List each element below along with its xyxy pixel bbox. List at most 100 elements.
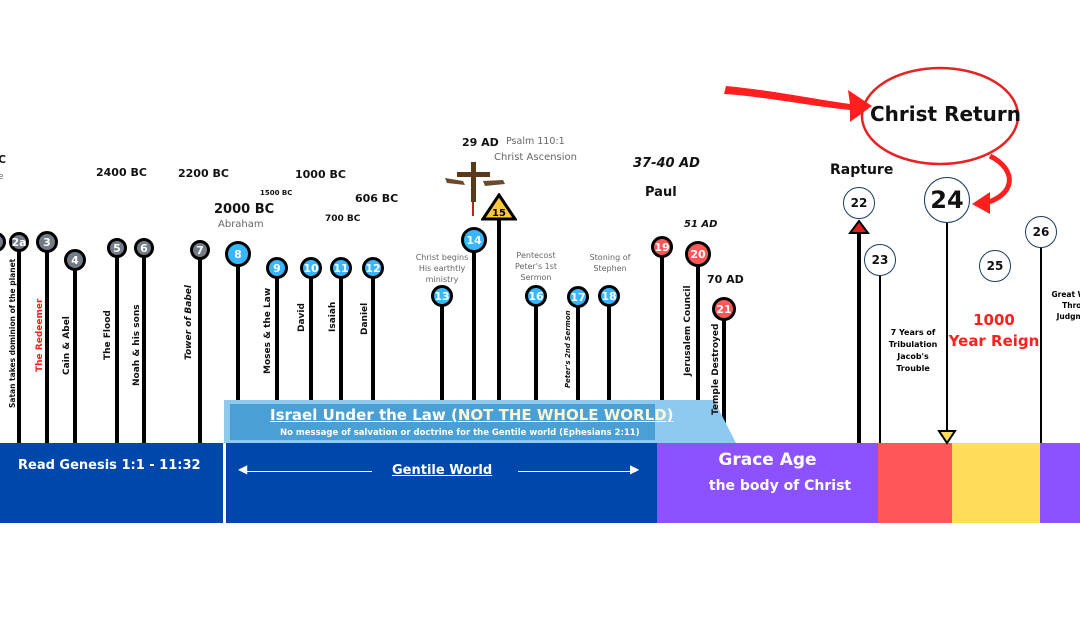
pin-marker: 11 — [330, 257, 352, 279]
arrow-right-head-icon: ▶ — [630, 462, 640, 476]
date-51ad: 51 AD — [684, 219, 718, 230]
date-cut: C — [0, 153, 7, 166]
pin-line — [534, 296, 538, 400]
annotation-arrows — [724, 66, 1020, 214]
pin-marker: 13 — [431, 285, 453, 307]
arrow-right-icon — [518, 471, 636, 472]
pin-line — [371, 268, 375, 400]
note-line: His earthtly — [418, 264, 466, 273]
band-eternity — [1040, 443, 1080, 523]
pin-marker: 25 — [979, 250, 1011, 282]
pin-line — [440, 296, 444, 400]
label-paul: Paul — [645, 185, 677, 200]
pin-marker: 14 — [461, 227, 487, 253]
pin-marker — [0, 232, 6, 252]
israel-subtitle: No message of salvation or doctrine for … — [280, 428, 640, 438]
date-2200bc: 2200 BC — [178, 167, 229, 180]
caption-vertical: Temple Destroyed — [711, 323, 721, 415]
text-line: Jacob's — [897, 352, 929, 361]
pin-marker: 2a — [9, 232, 29, 252]
pin-line — [198, 250, 202, 443]
pin-line — [607, 296, 611, 400]
arrow-left-head-icon: ◀ — [238, 462, 248, 476]
pin-line — [576, 297, 580, 400]
pin-line — [696, 254, 700, 443]
genesis-label: Read Genesis 1:1 - 11:32 — [18, 458, 201, 473]
pin-marker: 10 — [300, 257, 322, 279]
date-70ad: 70 AD — [707, 273, 744, 286]
date-29ad: 29 AD — [462, 136, 499, 149]
pin-line — [660, 247, 664, 443]
reign-line: 1000 — [973, 311, 1015, 329]
pin-marker: 16 — [525, 285, 547, 307]
caption-vertical: The Flood — [103, 310, 113, 360]
text-line: Judgment — [1056, 312, 1080, 321]
date-2400bc: 2400 BC — [96, 166, 147, 179]
band-reign — [952, 443, 1040, 523]
caption-vertical: Moses & the Law — [263, 287, 273, 374]
pin-15-number: 15 — [492, 208, 506, 219]
note-line: Sermon — [520, 273, 552, 282]
band-tribulation — [878, 443, 952, 523]
date-1500bc: 1500 BC — [260, 189, 293, 197]
pin-marker: 22 — [843, 187, 875, 219]
great-white-throne-label: Great WhiteThroneJudgment — [1042, 289, 1080, 322]
pin-line — [879, 260, 881, 443]
pin-line — [946, 200, 948, 437]
israel-box-shape — [224, 400, 736, 443]
pin-line — [115, 248, 119, 443]
caption-vertical: Tower of Babel — [184, 285, 194, 360]
pin-marker: 5 — [107, 238, 127, 258]
pin-line — [722, 309, 726, 443]
pin-marker: 6 — [134, 238, 154, 258]
caption-vertical: Satan takes dominion of the planet — [8, 258, 17, 408]
israel-title-a: Israel Under the Law ( — [270, 406, 458, 424]
grace-age-subtitle: the body of Christ — [708, 478, 852, 494]
pin-marker: 21 — [712, 297, 736, 321]
caption-vertical: Jerusalem Council — [683, 285, 693, 376]
pin-marker: 26 — [1025, 216, 1057, 248]
date-37-40ad: 37-40 AD — [633, 156, 700, 171]
pin-marker: 23 — [864, 244, 896, 276]
pin-line — [275, 268, 279, 400]
pin-marker: 17 — [567, 286, 589, 308]
caption-vertical: David — [297, 303, 307, 332]
pin-15-triangle: 15 — [481, 193, 517, 221]
pin-marker: 12 — [362, 257, 384, 279]
pin-line — [142, 248, 146, 443]
pin-line — [472, 240, 476, 400]
note-line: Peter's 1st — [514, 262, 558, 271]
return-triangle-icon — [937, 430, 957, 445]
gentile-world-label: Gentile World — [392, 463, 493, 478]
pin-line — [45, 242, 49, 443]
pin-line — [236, 254, 240, 400]
caption-vertical: Cain & Abel — [62, 316, 72, 375]
label-cut: e — [0, 172, 4, 182]
pin-line — [1040, 232, 1042, 443]
reign-line: Year Reign — [948, 332, 1040, 350]
text-line: Great White — [1051, 290, 1080, 299]
israel-title-c: ) — [666, 406, 674, 424]
band-genesis — [0, 443, 223, 523]
caption-vertical: The Redeemer — [35, 298, 45, 372]
caption-vertical: Isaiah — [328, 301, 338, 332]
israel-title: Israel Under the Law (NOT THE WHOLE WORL… — [270, 406, 673, 424]
israel-title-b: NOT THE WHOLE WORLD — [457, 406, 667, 424]
rapture-triangle-icon — [848, 219, 870, 234]
cross-icon — [445, 162, 505, 216]
pin-marker: 19 — [651, 236, 673, 258]
band-grace — [657, 443, 878, 523]
caption-vertical: Peter's 2nd Sermon — [564, 310, 572, 388]
pin-line — [497, 215, 501, 400]
grace-age-title: Grace Age — [718, 450, 817, 470]
rapture-label: Rapture — [830, 162, 894, 178]
text-line: Throne — [1062, 301, 1080, 310]
pin-marker: 8 — [225, 241, 251, 267]
text-line: Trouble — [896, 364, 930, 373]
pin-line — [73, 260, 77, 443]
